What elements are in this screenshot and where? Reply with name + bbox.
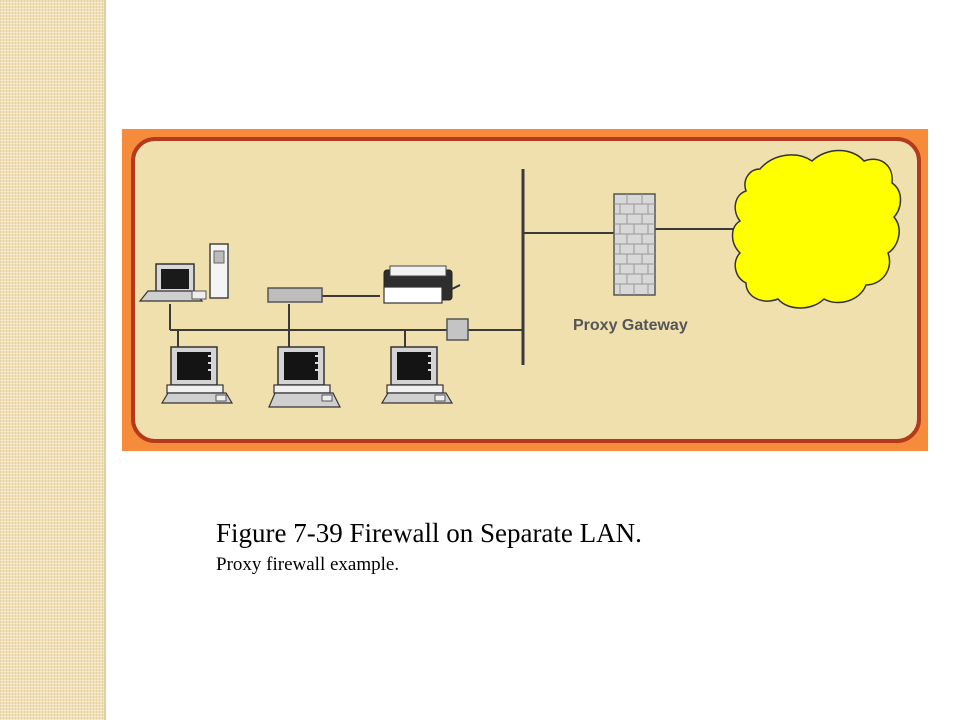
- decorative-side-strip: [0, 0, 106, 720]
- desktop-pc-icon: [160, 346, 234, 404]
- printer-icon: [383, 265, 461, 304]
- figure-caption: Figure 7-39 Firewall on Separate LAN. Pr…: [216, 516, 916, 578]
- network-wires: [169, 169, 739, 365]
- workstation-icon: [138, 243, 229, 302]
- caption-title: Figure 7-39 Firewall on Separate LAN.: [216, 518, 642, 548]
- caption-subtitle: Proxy firewall example.: [216, 554, 400, 575]
- desktop-pc-icon: [268, 346, 341, 408]
- diagram-panel: [131, 137, 921, 443]
- network-diagram-figure: Proxy Gateway: [122, 129, 928, 451]
- firewall-brick-icon: [613, 193, 656, 296]
- internet-cloud-icon: [731, 149, 902, 309]
- router-icon: [446, 318, 469, 341]
- hub-icon: [267, 287, 323, 303]
- side-strip-edge: [104, 0, 106, 720]
- network-diagram: Proxy Gateway: [122, 129, 928, 451]
- desktop-pc-icon: [380, 346, 454, 404]
- proxy-gateway-label: Proxy Gateway: [573, 317, 688, 334]
